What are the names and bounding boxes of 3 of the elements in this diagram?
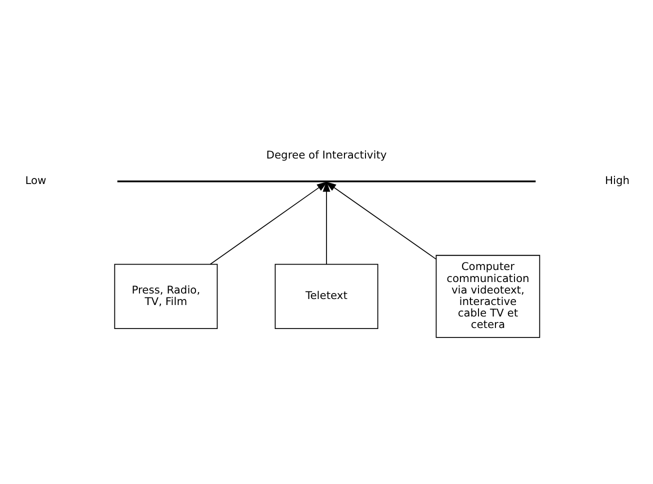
label: High	[604, 174, 630, 188]
label: Low	[25, 174, 46, 188]
diagram-title: Degree of Interactivity	[266, 148, 387, 162]
